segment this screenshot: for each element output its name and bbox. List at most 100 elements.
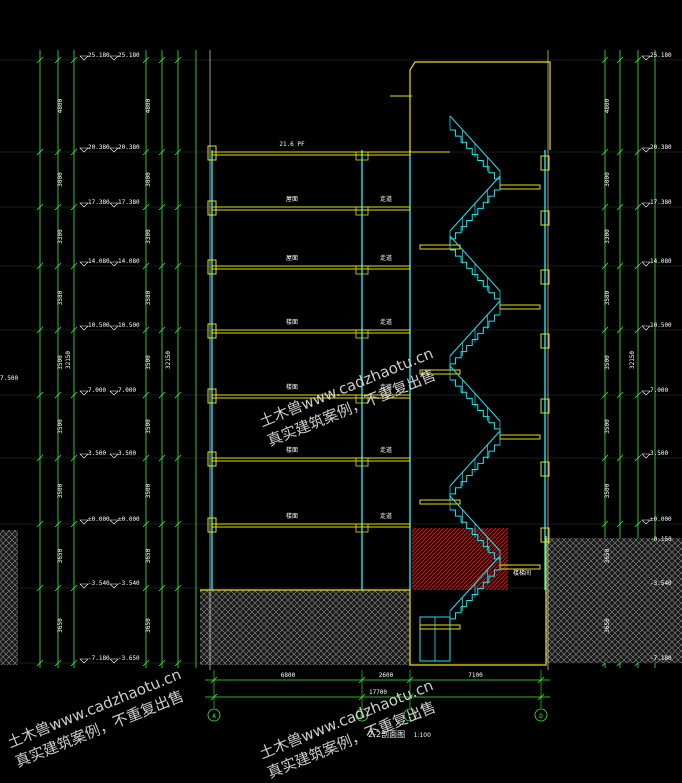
stair-section — [419, 115, 541, 630]
elevation-marker — [641, 202, 651, 208]
elevation-label-mid: 7.000 — [118, 387, 136, 394]
dim-tick — [634, 326, 642, 334]
elevation-label-right: 20.380 — [650, 144, 672, 151]
elevation-label-right: 7.000 — [650, 387, 668, 394]
floor-height-label: 3500 — [145, 355, 152, 370]
elevation-label-right: -0.150 — [650, 536, 672, 543]
beam — [540, 333, 550, 349]
dim-tick — [210, 693, 218, 701]
dim-tick — [158, 56, 166, 64]
room-label: 21.6 PF — [279, 141, 305, 148]
elevation-label-right: 10.500 — [650, 322, 672, 329]
ground-hatch — [0, 530, 18, 665]
elevation-marker — [109, 55, 119, 61]
elevation-label-left: -3.540 — [88, 580, 110, 587]
elevation-label-mid: 20.380 — [118, 144, 140, 151]
dim-tick — [36, 659, 44, 667]
beam — [355, 523, 369, 533]
dim-tick — [601, 520, 609, 528]
dim-tick — [70, 56, 78, 64]
room-label-small: 走道 — [380, 318, 392, 326]
dim-tick — [36, 326, 44, 334]
stair-landing — [419, 499, 461, 505]
room-label: 楼面 — [286, 512, 298, 520]
dim-tick — [358, 693, 366, 701]
dim-tick — [54, 148, 62, 156]
dim-tick — [634, 56, 642, 64]
elevation-marker — [109, 202, 119, 208]
axis-bubble — [355, 708, 369, 722]
floor-height-label: 3580 — [145, 290, 152, 305]
elevation-marker — [109, 583, 119, 589]
elevation-marker — [641, 55, 651, 61]
elevation-label-left: ±0.000 — [88, 516, 110, 523]
beam — [207, 259, 217, 275]
dim-tick — [174, 56, 182, 64]
dim-tick — [142, 56, 150, 64]
floor-height-label: 3650 — [57, 618, 64, 633]
stair-note: 楼梯间 — [513, 569, 531, 577]
dim-tick — [70, 454, 78, 462]
dim-tick — [142, 659, 150, 667]
dim-tick — [601, 391, 609, 399]
floor-height-label: 3300 — [145, 229, 152, 244]
stair-landing — [419, 369, 461, 375]
dim-tick — [36, 203, 44, 211]
dim-tick — [601, 148, 609, 156]
dim-tick — [142, 262, 150, 270]
title-scale: 1:100 — [413, 732, 431, 739]
dim-tick — [634, 148, 642, 156]
stair-tower-roof — [409, 61, 551, 152]
beam — [355, 457, 369, 467]
axis-label: C — [408, 713, 412, 720]
stair-flight — [450, 249, 501, 305]
dim-tick — [174, 520, 182, 528]
floor-height-label: 3500 — [145, 419, 152, 434]
dim-tick — [36, 454, 44, 462]
beam — [540, 269, 550, 285]
elevation-marker — [641, 261, 651, 267]
beam — [355, 206, 369, 216]
floor-slab — [211, 329, 411, 334]
dim-tick — [634, 391, 642, 399]
dim-tick — [36, 56, 44, 64]
dim-tick — [54, 520, 62, 528]
total-height-label: 32150 — [65, 351, 72, 369]
dim-tick — [54, 326, 62, 334]
dim-tick — [70, 326, 78, 334]
elevation-label-right: 14.080 — [650, 258, 672, 265]
elevation-marker — [79, 55, 89, 61]
elevation-label-mid: ±0.000 — [118, 516, 140, 523]
elevation-marker — [79, 453, 89, 459]
dim-tick — [54, 659, 62, 667]
elevation-label-mid: 25.180 — [118, 52, 140, 59]
elevation-marker — [109, 390, 119, 396]
stair-flight — [450, 509, 501, 565]
room-label: 屋面 — [286, 255, 298, 262]
dim-tick — [36, 391, 44, 399]
dim-tick — [634, 262, 642, 270]
floor-height-label: 3580 — [57, 290, 64, 305]
beam — [540, 155, 550, 171]
drawing-title: 2-2剖面图 1:100 — [368, 729, 431, 740]
axis-label: A — [212, 713, 216, 720]
elevation-label-mid: 17.380 — [118, 199, 140, 206]
axis-bubble — [207, 708, 221, 722]
title-text: 2-2剖面图 — [368, 730, 406, 739]
elevation-label-left: 7.000 — [88, 387, 106, 394]
dim-tick — [54, 262, 62, 270]
beam — [207, 517, 217, 533]
elevation-marker — [109, 453, 119, 459]
dim-tick — [174, 203, 182, 211]
stair-landing — [419, 244, 461, 250]
dim-tick — [54, 584, 62, 592]
total-height-label: 32150 — [629, 351, 636, 369]
room-label-small: 走道 — [380, 383, 392, 391]
total-width: 17700 — [369, 689, 387, 696]
elevation-marker — [79, 658, 89, 664]
dim-tick — [54, 203, 62, 211]
room-label: 屋面 — [286, 196, 298, 203]
dim-tick — [406, 693, 414, 701]
elevation-label-mid: 14.080 — [118, 258, 140, 265]
floor-height-label: 3500 — [57, 483, 64, 498]
